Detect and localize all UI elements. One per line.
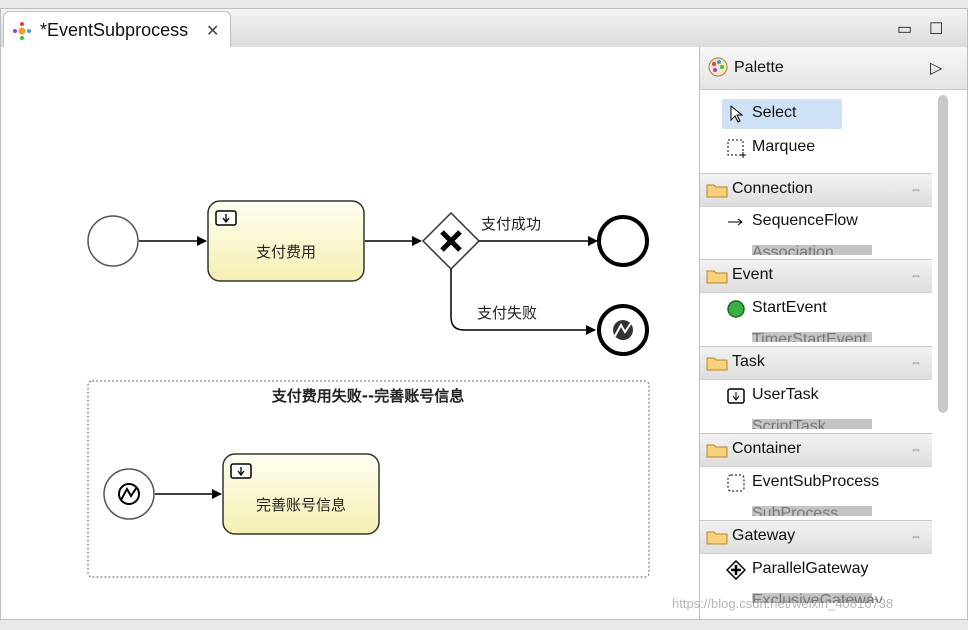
palette-item-parallelgateway[interactable]: ParallelGateway xyxy=(722,555,922,585)
palette-item-sequenceflow[interactable]: SequenceFlow xyxy=(722,207,922,237)
tab-eventsubprocess[interactable]: *EventSubprocess ✕ xyxy=(3,11,231,47)
watermark-text: https://blog.csdn.net/weixin_40816738 xyxy=(672,596,894,611)
editor-tab-bar: *EventSubprocess ✕ ▭ ☐ xyxy=(1,9,967,48)
user-task-icon xyxy=(727,388,745,404)
task-pay-label: 支付费用 xyxy=(256,243,316,261)
palette-tool-select[interactable]: Select xyxy=(722,99,842,129)
arrow-pointer-icon xyxy=(730,104,744,123)
collapse-icon[interactable]: ⇔ xyxy=(910,182,922,196)
close-icon[interactable]: ✕ xyxy=(206,23,220,40)
palette-header: Palette ▷ xyxy=(700,47,967,90)
palette-item-eventsubprocess[interactable]: EventSubProcess xyxy=(722,468,922,498)
start-event[interactable] xyxy=(87,215,139,267)
dashed-box-icon xyxy=(727,474,745,492)
folder-icon xyxy=(706,357,728,371)
collapse-icon[interactable]: ⇔ xyxy=(910,529,922,543)
user-task-pay[interactable]: 支付费用 xyxy=(207,200,365,282)
parallel-gateway-icon xyxy=(726,560,746,580)
palette-scrollbar[interactable] xyxy=(938,95,948,413)
palette-drawer-connection[interactable]: Connection ⇔ xyxy=(700,173,932,207)
collapse-icon[interactable]: ⇔ xyxy=(910,355,922,369)
maximize-icon[interactable]: ☐ xyxy=(929,21,944,38)
palette-panel: Palette ▷ Select Marquee Connection ⇔ Se… xyxy=(699,47,967,619)
flow-success-label: 支付成功 xyxy=(481,215,541,233)
palette-drawer-event[interactable]: Event ⇔ xyxy=(700,259,932,293)
folder-icon xyxy=(706,184,728,198)
user-task-complete[interactable]: 完善账号信息 xyxy=(222,453,380,535)
folder-icon xyxy=(706,531,728,545)
subprocess-title: 支付费用失败--完善账号信息 xyxy=(271,387,464,405)
error-start-event[interactable] xyxy=(103,468,155,520)
editor-window: *EventSubprocess ✕ ▭ ☐ xyxy=(0,8,968,620)
tab-title: *EventSubprocess xyxy=(40,20,189,40)
arrow-right-icon xyxy=(728,218,743,226)
collapse-icon[interactable]: ⇔ xyxy=(910,442,922,456)
palette-item-exclusivegateway[interactable]: ExclusiveGateway xyxy=(752,592,883,603)
palette-icon xyxy=(708,57,728,77)
end-event[interactable] xyxy=(597,215,649,267)
exclusive-gateway[interactable] xyxy=(421,211,481,271)
green-circle-icon xyxy=(727,300,745,318)
palette-drawer-gateway[interactable]: Gateway ⇔ xyxy=(700,520,932,554)
task-complete-label: 完善账号信息 xyxy=(256,496,346,514)
minimize-icon[interactable]: ▭ xyxy=(897,21,913,38)
palette-title: Palette xyxy=(734,59,784,76)
palette-item-usertask[interactable]: UserTask xyxy=(722,381,922,411)
flow-fail-label: 支付失败 xyxy=(477,304,537,322)
palette-item-subprocess[interactable]: SubProcess xyxy=(722,502,922,516)
activiti-diagram-icon xyxy=(13,22,31,40)
error-end-event[interactable] xyxy=(597,304,649,356)
marquee-icon xyxy=(727,139,746,158)
bpmn-diagram[interactable]: 支付费用 支付成功 支付失败 支付费用失败--完 xyxy=(1,47,699,619)
palette-drawer-container[interactable]: Container ⇔ xyxy=(700,433,932,467)
palette-item-scripttask[interactable]: ScriptTask xyxy=(722,415,922,429)
collapse-icon[interactable]: ⇔ xyxy=(910,268,922,282)
palette-item-startevent[interactable]: StartEvent xyxy=(722,294,922,324)
diagram-canvas[interactable]: 支付费用 支付成功 支付失败 支付费用失败--完 xyxy=(1,47,699,619)
palette-collapse-icon[interactable]: ▷ xyxy=(930,60,943,77)
palette-tool-marquee[interactable]: Marquee xyxy=(722,133,922,163)
folder-icon xyxy=(706,444,728,458)
palette-item-association[interactable]: Association xyxy=(722,241,922,255)
folder-icon xyxy=(706,270,728,284)
palette-drawer-task[interactable]: Task ⇔ xyxy=(700,346,932,380)
palette-item-timerstartevent[interactable]: TimerStartEvent xyxy=(722,328,922,342)
sequence-flow-fail[interactable] xyxy=(450,269,596,335)
